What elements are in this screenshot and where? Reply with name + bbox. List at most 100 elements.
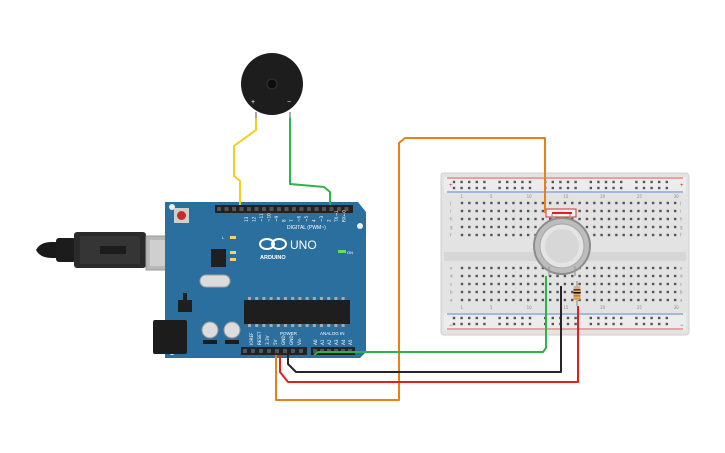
breadboard-hole: [482, 290, 486, 294]
breadboard-hole: [644, 233, 647, 237]
row-letter: d: [680, 274, 683, 279]
rail-hole: [506, 316, 509, 320]
breadboard-hole: [585, 217, 589, 221]
breadboard-hole: [615, 209, 618, 213]
row-letter: j: [449, 201, 451, 206]
power-header[interactable]: [241, 347, 307, 355]
breadboard-hole: [468, 298, 471, 302]
breadboard-hole: [571, 282, 574, 286]
wire-red[interactable]: [279, 306, 579, 383]
header-socket[interactable]: [232, 207, 236, 211]
led-on: [338, 250, 346, 253]
header-socket[interactable]: [262, 207, 266, 211]
header-socket[interactable]: [299, 349, 303, 353]
header-socket[interactable]: [299, 207, 304, 211]
chip-leg: [262, 324, 266, 327]
rail-hole: [635, 316, 638, 320]
header-socket[interactable]: [217, 207, 221, 211]
chip-leg: [327, 297, 331, 300]
header-socket[interactable]: [267, 349, 271, 353]
resistor[interactable]: [573, 281, 581, 306]
header-socket[interactable]: [344, 207, 349, 211]
breadboard-hole: [651, 274, 655, 278]
header-socket[interactable]: [251, 349, 255, 353]
breadboard-hole: [600, 201, 603, 205]
chip-leg: [284, 297, 287, 300]
header-socket[interactable]: [247, 207, 251, 211]
breadboard-hole: [615, 201, 618, 205]
header-socket[interactable]: [284, 207, 289, 211]
header-socket[interactable]: [292, 207, 296, 211]
rail-hole: [665, 316, 668, 320]
breadboard-hole: [475, 233, 478, 237]
wire-black-gnd[interactable]: [287, 286, 562, 373]
breadboard-hole: [534, 209, 537, 213]
header-socket[interactable]: [277, 207, 281, 211]
wire-green-analog[interactable]: [313, 276, 547, 356]
header-socket[interactable]: [322, 207, 326, 211]
board-brand: ARDUINO: [260, 255, 286, 261]
breadboard-hole: [526, 209, 530, 213]
breadboard-hole: [490, 209, 493, 213]
breadboard-hole: [556, 201, 559, 205]
rail-hole: [604, 186, 608, 190]
header-socket[interactable]: [243, 349, 247, 353]
chip-leg: [276, 297, 280, 300]
breadboard-hole: [534, 225, 537, 229]
header-socket[interactable]: [259, 349, 263, 353]
rail-hole: [468, 316, 471, 320]
header-socket[interactable]: [254, 207, 259, 211]
header-socket[interactable]: [313, 349, 317, 353]
digital-pin-label: TX→1: [334, 210, 339, 223]
header-socket[interactable]: [314, 207, 319, 211]
breadboard-hole: [571, 274, 574, 278]
chip-leg: [298, 324, 302, 327]
breadboard-hole: [637, 225, 640, 229]
analog-pin-label: A5: [348, 339, 353, 345]
reset-button-cap[interactable]: [177, 211, 186, 220]
rail-hole: [551, 322, 554, 326]
digital-pin-label: 7: [289, 219, 294, 222]
rail-hole: [574, 186, 577, 190]
digital-pin-label: 13: [244, 216, 249, 222]
rail-hole: [650, 316, 653, 320]
usb-cable[interactable]: [36, 232, 173, 271]
header-socket[interactable]: [337, 207, 341, 211]
row-letter: a: [450, 298, 453, 303]
rail-hole: [521, 316, 524, 320]
header-socket[interactable]: [224, 207, 229, 211]
header-socket[interactable]: [329, 207, 334, 211]
rail-minus-label: −: [449, 323, 453, 329]
dc-power-jack[interactable]: [153, 320, 187, 354]
breadboard-hole: [615, 233, 618, 237]
column-number: 15: [563, 194, 569, 199]
wire-orange-5v[interactable]: [275, 137, 546, 401]
breadboard-hole: [512, 274, 515, 278]
wire-yellow[interactable]: [233, 118, 257, 205]
header-socket[interactable]: [291, 349, 295, 353]
row-letter: g: [450, 225, 453, 230]
chip-leg: [262, 297, 266, 300]
breadboard-hole: [460, 290, 464, 294]
header-socket[interactable]: [269, 207, 274, 211]
breadboard-hole: [585, 282, 589, 286]
header-socket[interactable]: [283, 349, 287, 353]
rail-hole: [650, 186, 653, 190]
digital-pin-label: 2: [327, 219, 332, 222]
rail-hole: [574, 322, 577, 326]
breadboard-hole: [482, 233, 486, 237]
digital-header[interactable]: [215, 205, 353, 213]
piezo-buzzer[interactable]: + −: [241, 53, 303, 118]
breadboard-hole: [490, 225, 493, 229]
breadboard-hole: [585, 298, 589, 302]
breadboard-hole: [629, 225, 633, 229]
breadboard-hole: [541, 266, 545, 270]
header-socket[interactable]: [239, 207, 244, 211]
header-socket[interactable]: [275, 349, 279, 353]
header-socket[interactable]: [307, 207, 311, 211]
wire-green-buzzer[interactable]: [289, 118, 331, 205]
led-l-label: L: [222, 235, 225, 240]
breadboard-hole: [482, 209, 486, 213]
